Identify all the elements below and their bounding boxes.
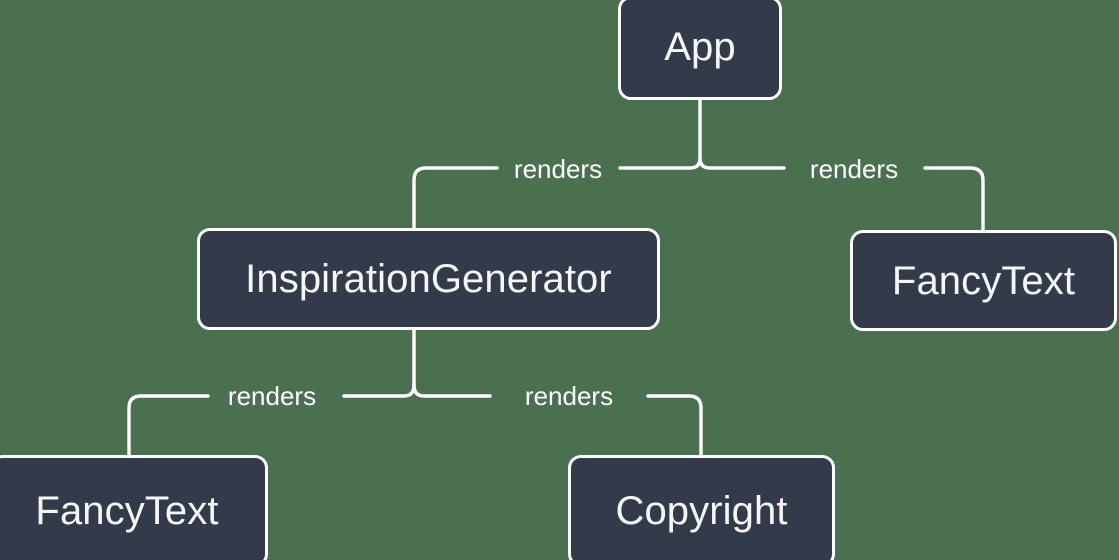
edge-inspiration-to-copyright-junction (412, 383, 492, 398)
edge-app-to-inspiration-run (412, 166, 499, 230)
node-copyright-label: Copyright (615, 489, 788, 533)
edge-app-to-fancytext-run (923, 166, 985, 232)
edge-label-inspiration-generator-to-fancytext: renders (227, 381, 317, 411)
node-inspiration-generator-label: InspirationGenerator (245, 257, 612, 301)
edge-inspiration-to-fancytext-run (127, 394, 210, 457)
node-inspiration-generator[interactable]: InspirationGenerator (197, 228, 660, 330)
node-app-label: App (664, 25, 736, 69)
edge-label-app-to-fancytext: renders (809, 154, 899, 184)
edge-inspiration-to-fancytext-junction (342, 383, 416, 398)
edge-app-to-inspiration-junction (618, 156, 702, 170)
node-fancytext-right[interactable]: FancyText (850, 230, 1117, 331)
node-fancytext-right-label: FancyText (891, 258, 1076, 303)
node-fancytext-bottom[interactable]: FancyText (0, 455, 268, 560)
edge-inspiration-to-copyright-run (646, 394, 703, 457)
node-fancytext-bottom-label: FancyText (35, 489, 219, 533)
edge-label-inspiration-generator-to-copyright: renders (524, 381, 614, 411)
node-app[interactable]: App (618, 0, 782, 100)
edge-label-app-to-inspiration-generator: renders (513, 154, 603, 184)
node-copyright[interactable]: Copyright (568, 455, 835, 560)
edge-app-to-fancytext-junction (698, 156, 786, 170)
